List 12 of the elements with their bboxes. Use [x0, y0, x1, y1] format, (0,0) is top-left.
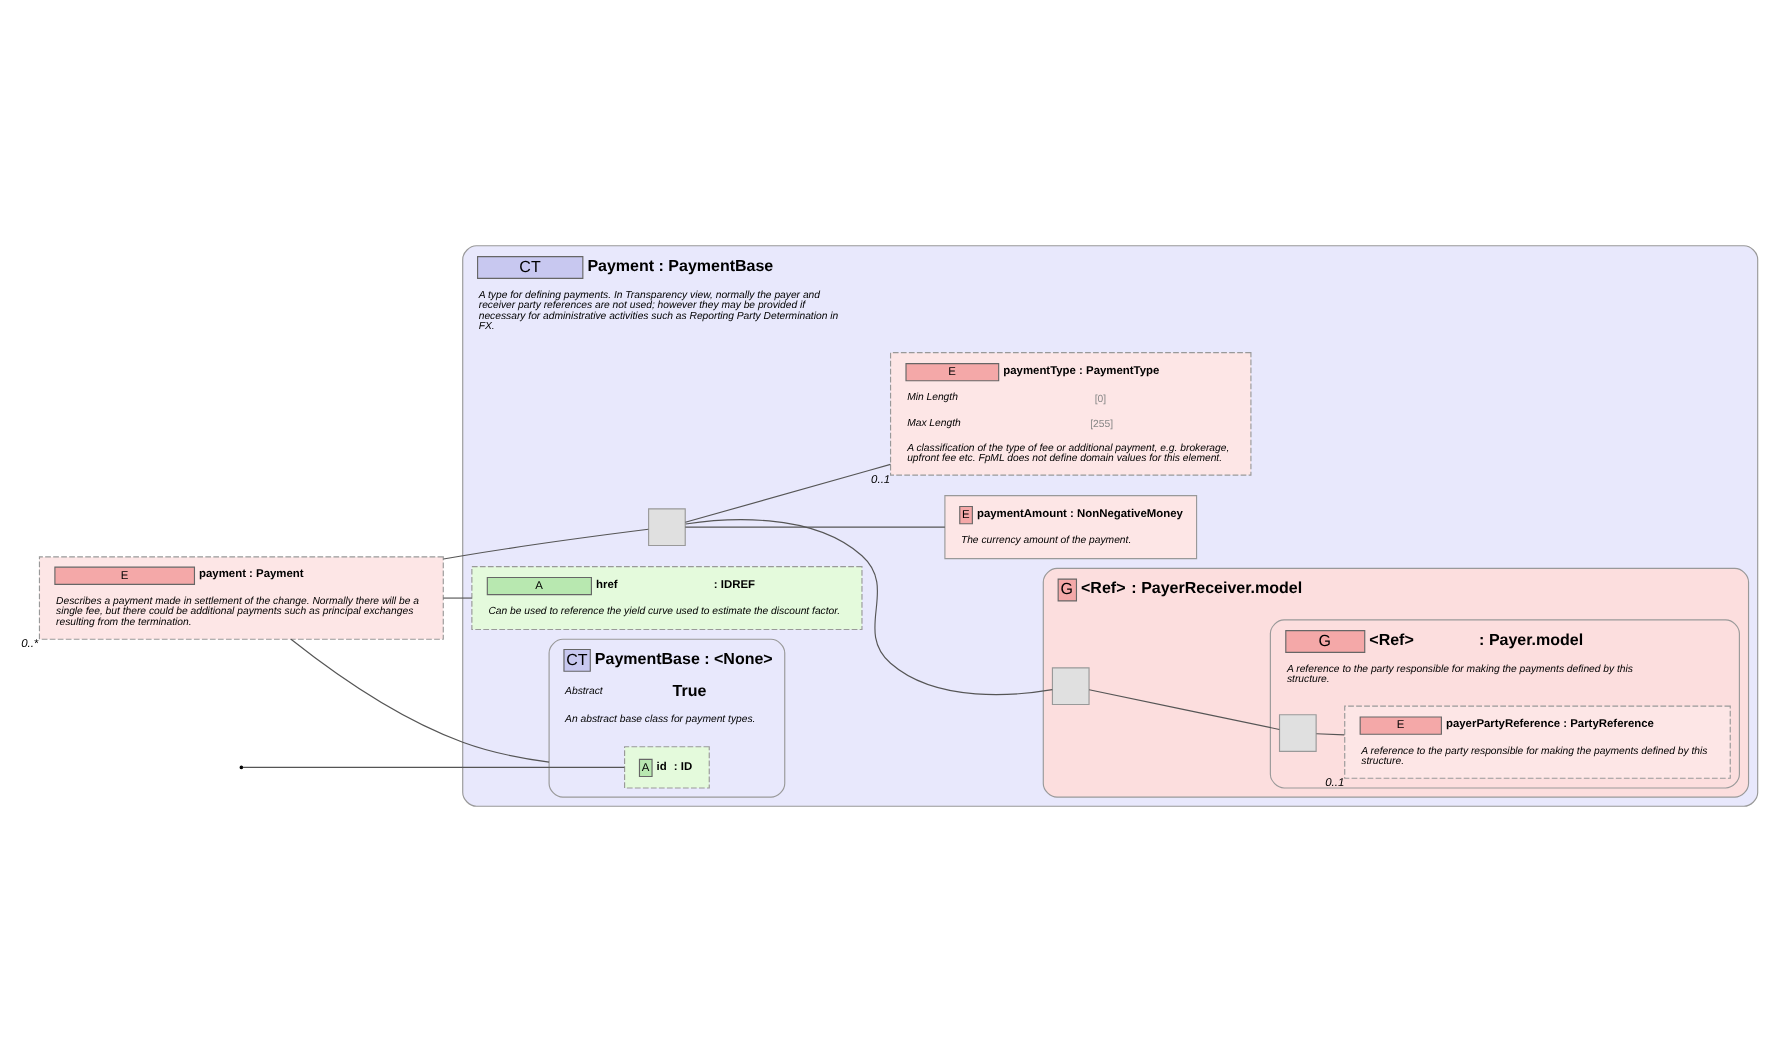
- node-box: [1278, 713, 1317, 751]
- connector: [1088, 688, 1280, 729]
- connector: [442, 596, 473, 598]
- connector: [1315, 732, 1345, 735]
- node-box: [648, 507, 686, 546]
- connector: [685, 518, 1053, 695]
- connector: [442, 527, 649, 559]
- connector: [290, 637, 550, 762]
- connector: [684, 462, 892, 522]
- connector: [684, 525, 946, 527]
- connector: [242, 765, 626, 767]
- node-box: [1051, 666, 1090, 705]
